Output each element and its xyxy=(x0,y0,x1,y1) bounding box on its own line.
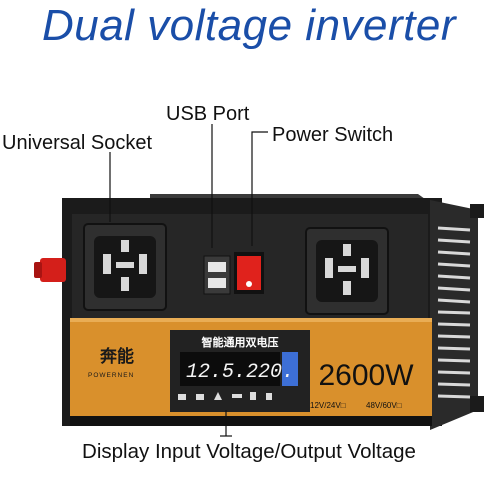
universal-socket-right xyxy=(305,227,389,315)
callout-lines xyxy=(109,124,268,437)
label-usb-port: USB Port xyxy=(166,103,250,125)
label-universal-socket: Universal Socket xyxy=(2,132,153,154)
lcd-screen xyxy=(180,352,280,386)
label-display: Display Input Voltage/Output Voltage xyxy=(82,440,416,463)
battery-terminal-red xyxy=(40,258,66,282)
indicator-icons xyxy=(178,392,272,400)
page-title: Dual voltage inverter xyxy=(41,1,457,50)
input-option-b: 48V/60V□ xyxy=(366,401,402,410)
usb-ports xyxy=(203,255,231,295)
brand-logo-cn: 奔能 xyxy=(99,346,134,367)
lcd-reading: 12.5.220. xyxy=(186,361,294,384)
input-option-a: 12V/24V□ xyxy=(310,401,346,410)
power-switch xyxy=(234,252,264,294)
brand-logo-en: POWERNEN xyxy=(88,372,134,379)
power-rating: 2600W xyxy=(318,359,414,392)
universal-socket-left xyxy=(83,223,167,311)
heatsink-fins xyxy=(437,226,471,399)
label-power-switch: Power Switch xyxy=(272,124,394,146)
model-banner: 智能通用双电压 xyxy=(202,335,279,349)
